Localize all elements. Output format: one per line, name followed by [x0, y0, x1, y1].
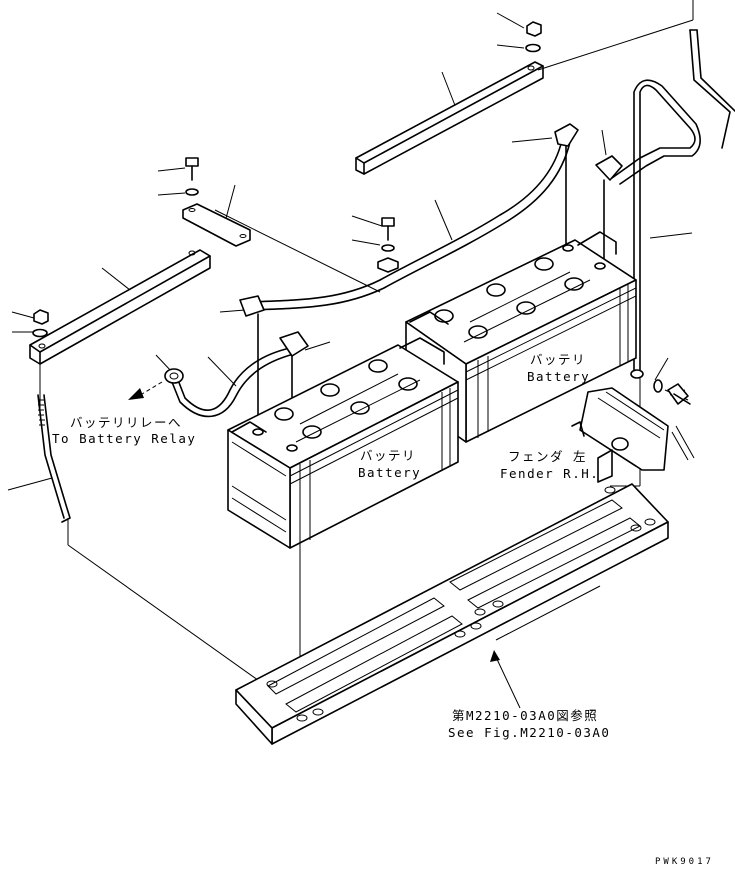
see-fig-label-en: See Fig.M2210-03A0	[448, 725, 610, 740]
right-ground-cable	[595, 79, 701, 379]
battery-right-label-jp: バッテリ	[530, 352, 586, 367]
see-fig-arrow	[490, 650, 500, 662]
left-bolt-washer	[185, 157, 199, 196]
top-bracket-bar	[355, 61, 544, 175]
fender-label-jp: フェンダ 左	[508, 449, 587, 464]
fender-label-en: Fender R.H.	[500, 466, 599, 481]
left-bracket-bar	[29, 249, 211, 365]
left-nut-washer	[32, 309, 49, 338]
leader-lines	[7, 12, 693, 709]
main-cable	[239, 123, 579, 431]
battery-relay-label-jp: バッテリリレーへ	[70, 415, 182, 430]
drawing-code: PWK9017	[655, 857, 714, 867]
fender-bracket	[571, 387, 695, 483]
battery-left-label-jp: バッテリ	[360, 448, 416, 463]
top-nut-washer	[525, 21, 542, 53]
right-bolt-washer	[653, 379, 691, 405]
left-battery	[227, 337, 459, 549]
see-fig-label-jp: 第M2210-03A0図参照	[452, 708, 598, 723]
relay-cable	[164, 331, 309, 441]
middle-bolt-washer	[377, 217, 399, 273]
battery-left-label-en: Battery	[358, 465, 421, 480]
hook-rod-right	[689, 29, 735, 149]
battery-relay-label-en: To Battery Relay	[52, 431, 196, 446]
left-small-plate	[182, 203, 251, 247]
battery-relay-arrow	[128, 381, 163, 400]
battery-tray	[235, 483, 669, 745]
hook-rod-left	[37, 394, 71, 523]
battery-right-label-en: Battery	[527, 369, 590, 384]
